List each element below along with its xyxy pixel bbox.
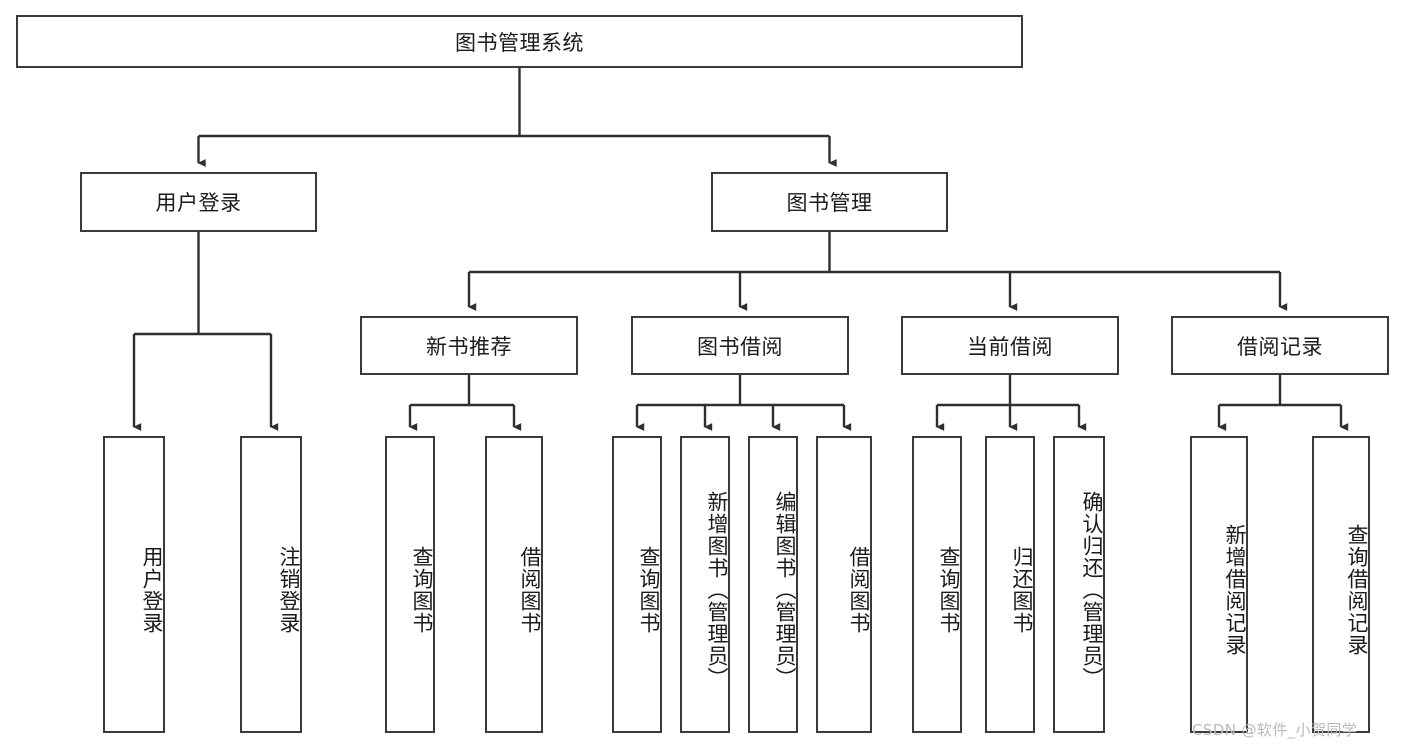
root-node-root: 图书管理系统 [16,15,1023,68]
node-label: 图书管理 [786,191,873,215]
node-label: 借阅记录 [1237,334,1323,359]
csdn-watermark: CSDN @软件_小贺同学 [1192,721,1358,739]
node-label: 用户登录 [155,191,242,215]
node-label: 查询图书 [637,545,661,634]
node-label: 新增图书（管理员） [705,490,729,689]
leaf-node-leaf-query-book-current: 查询图书 [912,436,962,733]
leaf-node-leaf-edit-book: 编辑图书（管理员） [748,436,798,733]
node-label: 归还图书 [1010,545,1034,634]
leaf-node-leaf-confirm-return: 确认归还（管理员） [1053,436,1105,733]
node-label: 图书管理系统 [455,30,584,55]
node-label: 查询图书 [410,545,434,634]
leaf-node-leaf-add-book: 新增图书（管理员） [680,436,730,733]
node-label: 新增借阅记录 [1223,523,1247,656]
level2-node-borrow-record: 借阅记录 [1171,316,1389,375]
node-label: 确认归还（管理员） [1080,490,1104,689]
level2-node-book-borrow: 图书借阅 [631,316,849,375]
node-label: 用户登录 [140,545,164,634]
node-label: 借阅图书 [847,545,871,634]
level2-node-new-book-recommend: 新书推荐 [360,316,578,375]
leaf-node-leaf-borrow-book: 借阅图书 [816,436,872,733]
node-label: 当前借阅 [967,334,1053,359]
leaf-node-leaf-return-book: 归还图书 [985,436,1035,733]
leaf-node-leaf-borrow-book-recommend: 借阅图书 [485,436,543,733]
leaf-node-leaf-add-borrow-record: 新增借阅记录 [1190,436,1248,733]
leaf-node-leaf-logout: 注销登录 [240,436,302,733]
leaf-node-leaf-query-borrow-record: 查询借阅记录 [1312,436,1370,733]
level2-node-current-borrow: 当前借阅 [901,316,1119,375]
level1-node-user-login: 用户登录 [80,172,317,232]
node-label: 查询图书 [937,545,961,634]
leaf-node-leaf-query-book-borrow: 查询图书 [612,436,662,733]
node-label: 注销登录 [277,545,301,634]
node-label: 借阅图书 [518,545,542,634]
node-label: 查询借阅记录 [1345,523,1369,656]
node-label: 图书借阅 [697,334,783,359]
node-label: 新书推荐 [426,334,512,359]
leaf-node-leaf-user-login: 用户登录 [103,436,165,733]
node-label: 编辑图书（管理员） [773,490,797,689]
leaf-node-leaf-query-book-recommend: 查询图书 [385,436,435,733]
level1-node-book-management: 图书管理 [711,172,948,232]
